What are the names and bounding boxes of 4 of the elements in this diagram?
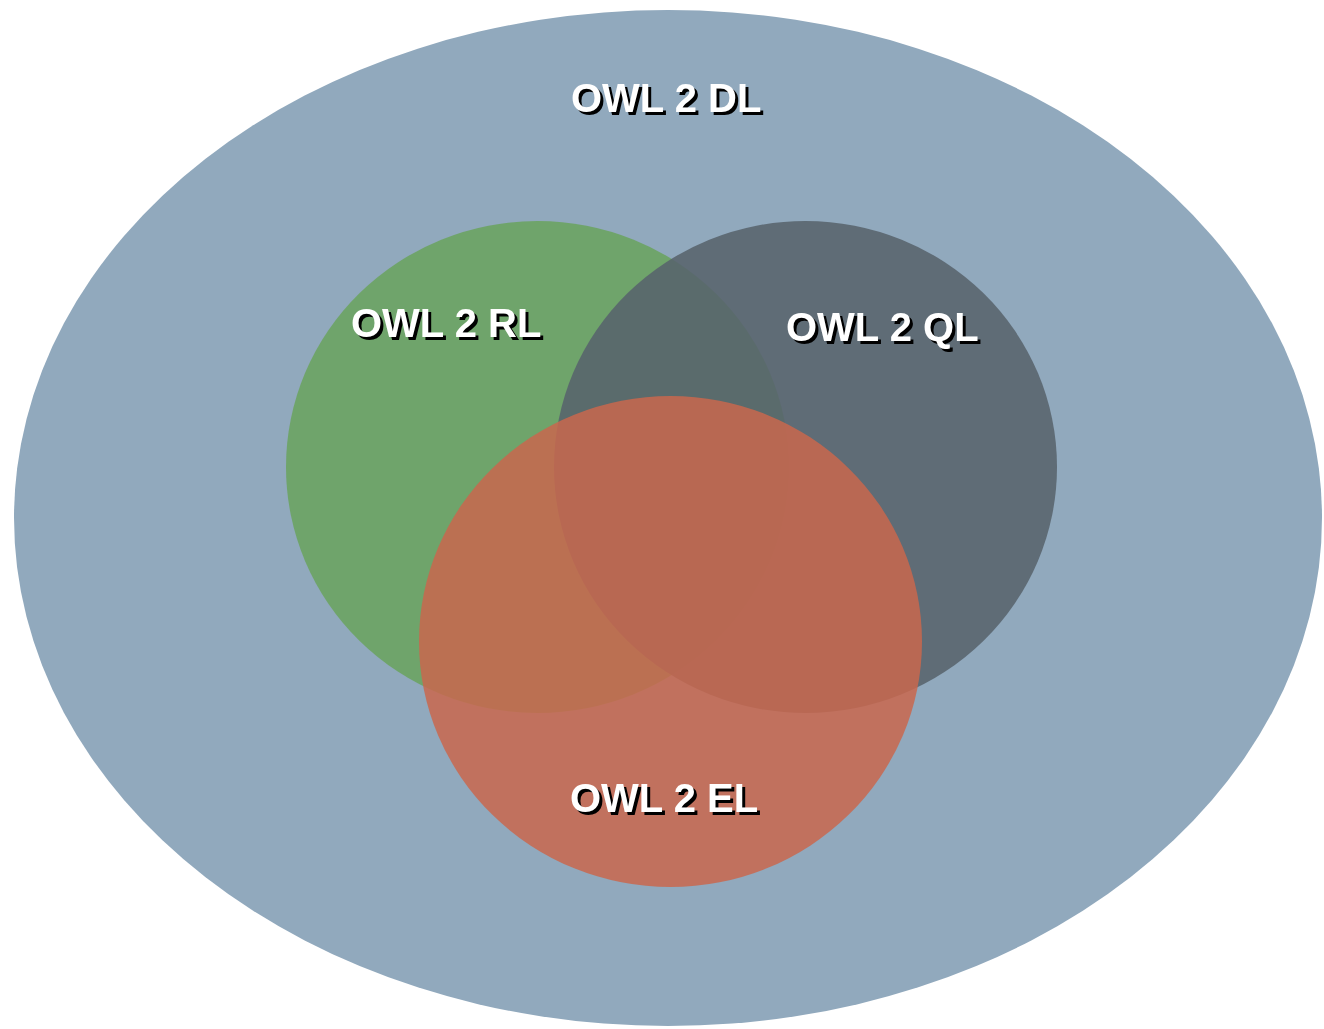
set-label: OWL 2 RL: [351, 303, 542, 343]
set-label: OWL 2 QL: [786, 307, 979, 347]
set-label: OWL 2 DL: [571, 78, 762, 118]
set-label: OWL 2 EL: [570, 778, 759, 818]
